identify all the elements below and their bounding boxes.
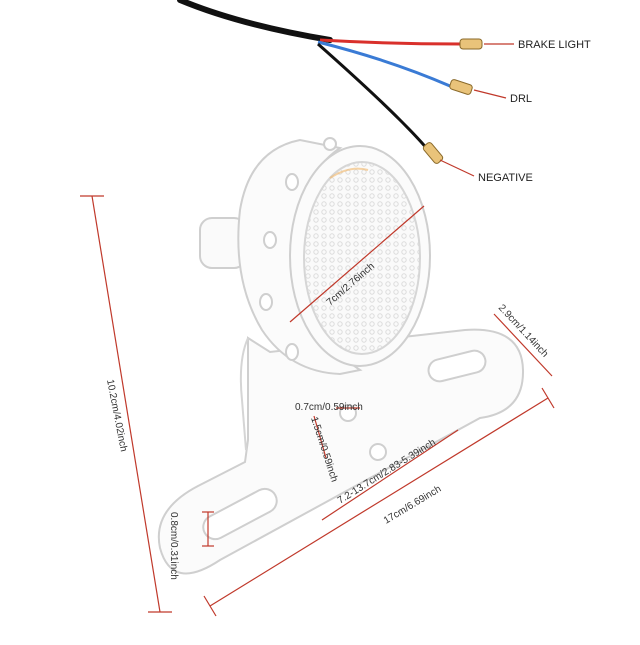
bullet-connector-icon xyxy=(459,38,483,50)
brake-wire xyxy=(319,38,463,46)
lens-reflection xyxy=(329,167,369,179)
height-line xyxy=(91,195,161,613)
slot-height-label: 0.8cm/0.31inch xyxy=(168,512,179,580)
hole-diameter-label: 0.7cm/0.59inch xyxy=(295,402,363,413)
plate-height-line xyxy=(493,313,553,377)
dimension-lines xyxy=(80,195,555,617)
housing-hole-icon xyxy=(263,231,277,249)
width-line xyxy=(209,397,549,607)
negative-wire xyxy=(317,42,430,151)
slot-span-line xyxy=(321,429,459,521)
wiring-harness xyxy=(177,0,514,177)
right-mounting-slot xyxy=(427,349,487,383)
housing-hole-icon xyxy=(323,137,337,151)
housing-hole-icon xyxy=(285,343,299,361)
drl-leader-line xyxy=(473,89,507,99)
bullet-connector-icon xyxy=(422,142,444,164)
bullet-connector-icon xyxy=(449,79,473,95)
lens-diameter-line xyxy=(289,205,425,323)
drl-wire xyxy=(317,40,451,88)
reflector-lens xyxy=(303,161,421,355)
upper-mounting-hole xyxy=(339,404,357,422)
housing-hole-icon xyxy=(259,293,273,311)
left-mounting-slot xyxy=(202,487,278,541)
lower-mounting-hole xyxy=(369,443,387,461)
negative-leader-line xyxy=(439,159,475,177)
drl-label: DRL xyxy=(510,93,532,105)
housing-hole-icon xyxy=(285,173,299,191)
total-height-label: 10.2cm/4.02inch xyxy=(104,378,129,452)
hole-spacing-line xyxy=(313,415,327,459)
total-width-label: 17cm/6.69inch xyxy=(382,484,443,527)
wire-sheath xyxy=(177,0,333,43)
negative-label: NEGATIVE xyxy=(478,172,533,184)
brake-light-label: BRAKE LIGHT xyxy=(518,39,591,51)
license-plate-bracket xyxy=(157,328,525,575)
